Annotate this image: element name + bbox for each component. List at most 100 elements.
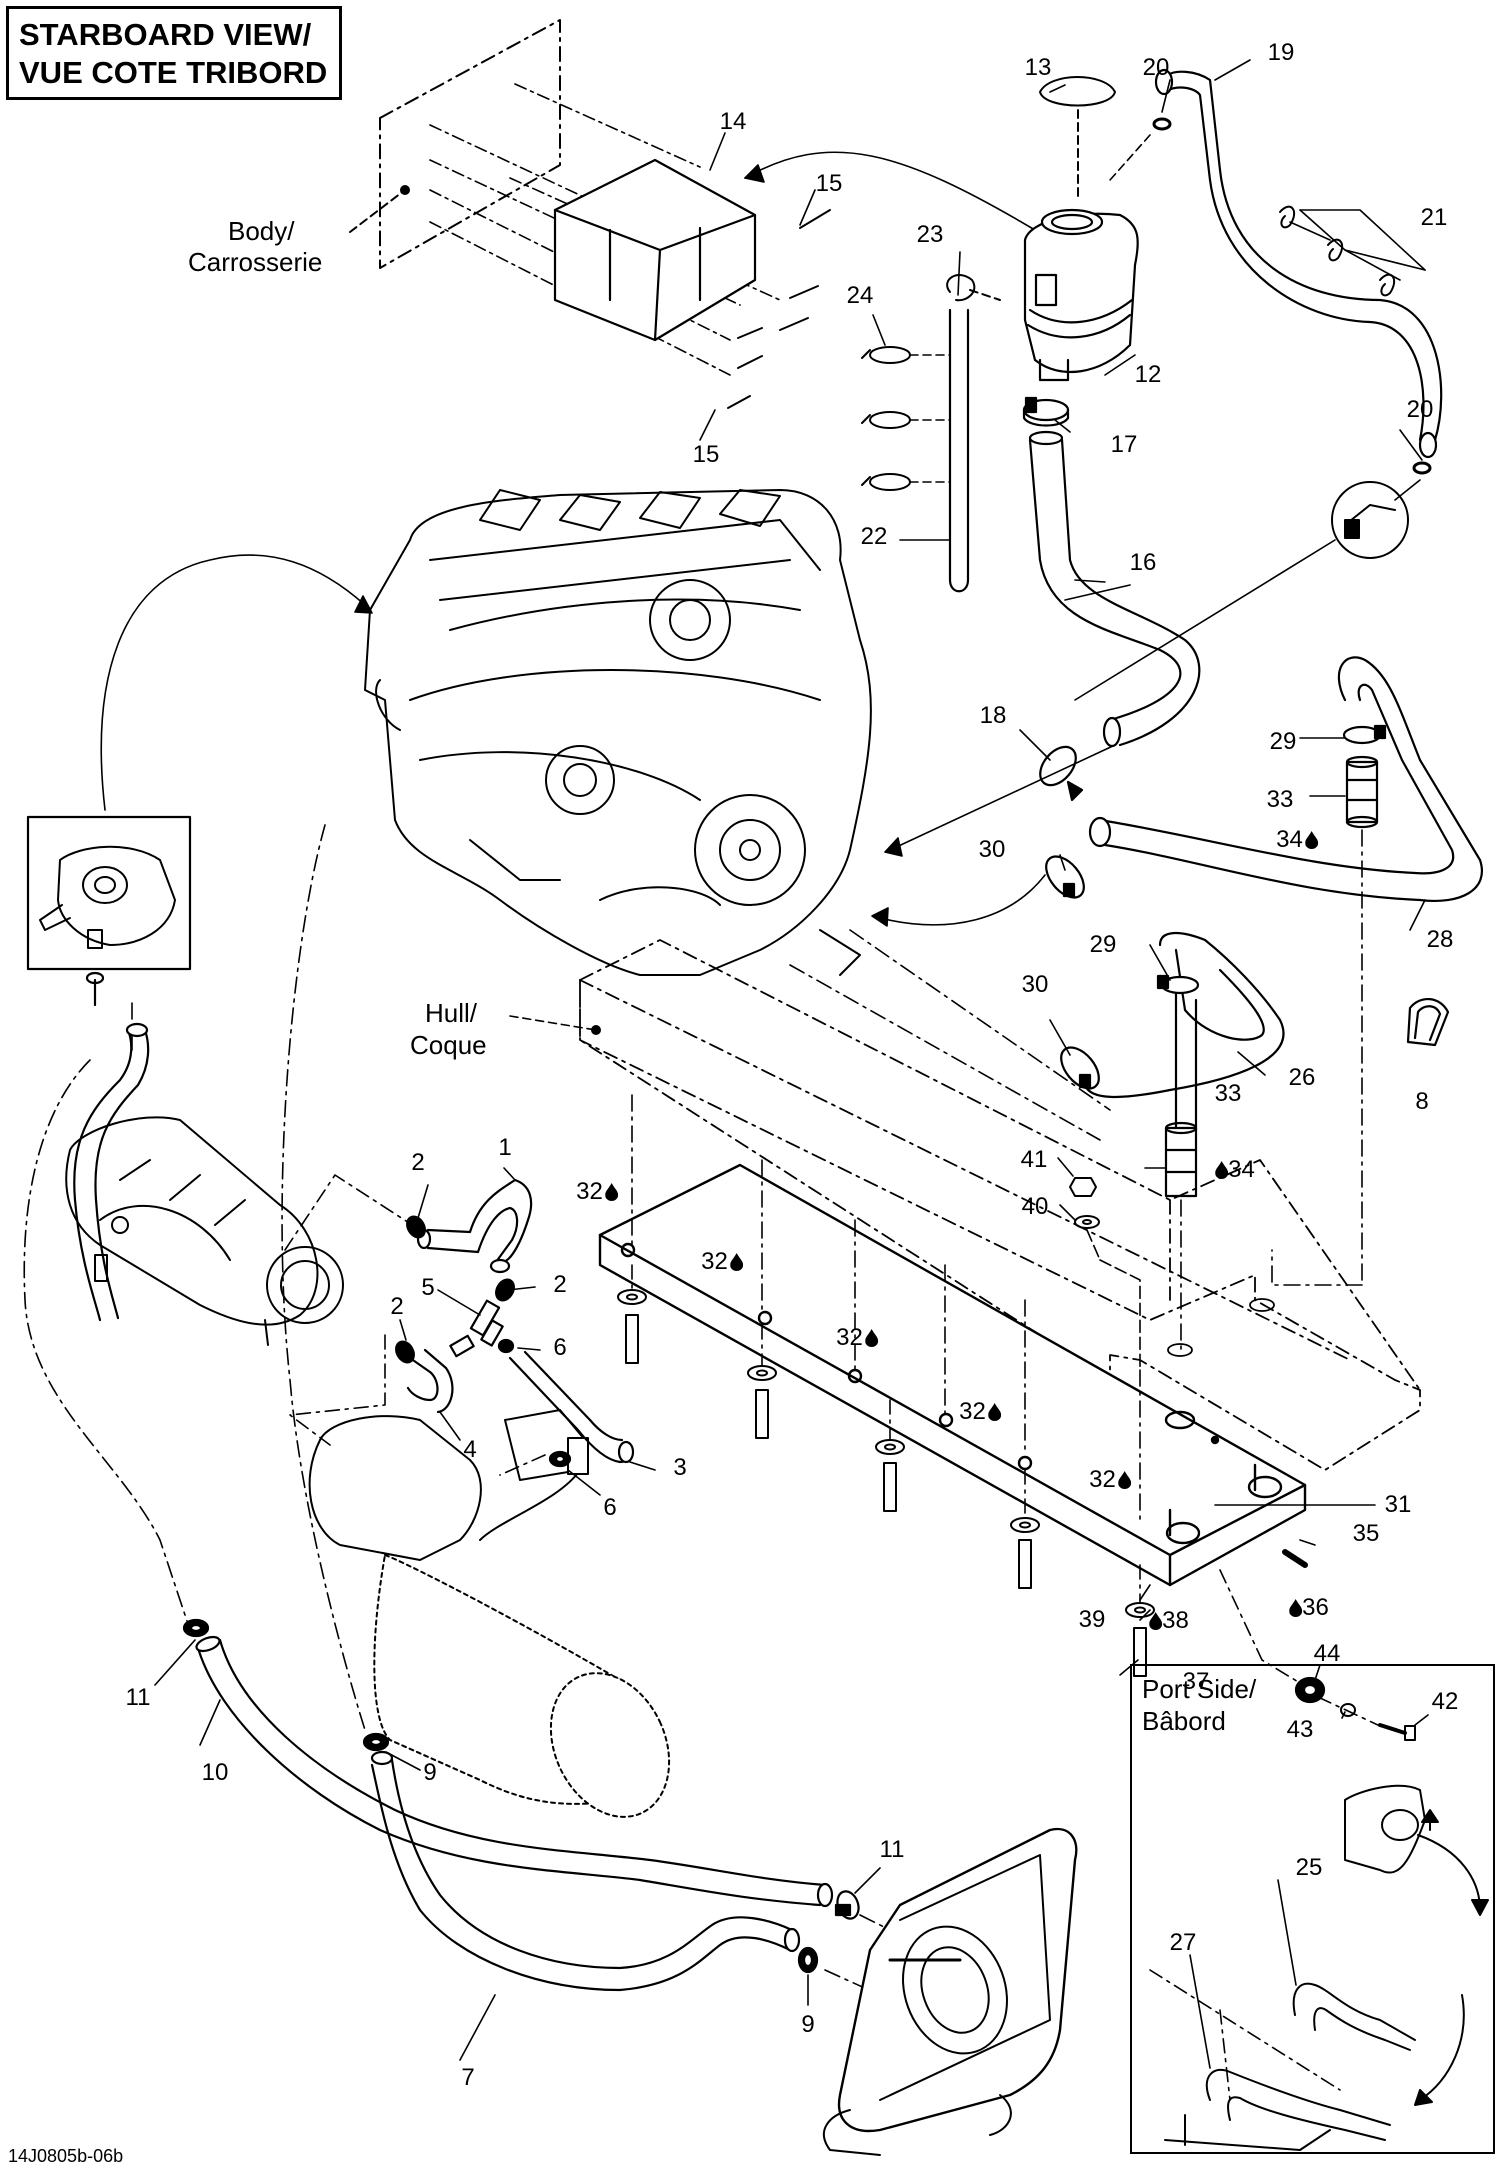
callout-2: 2 bbox=[553, 1271, 566, 1299]
callout-number: 43 bbox=[1286, 1716, 1314, 1743]
callout-31: 31 bbox=[1385, 1491, 1412, 1519]
callout-number: 28 bbox=[1426, 926, 1454, 953]
port-inset-art bbox=[1149, 1784, 1489, 2151]
clamp-18 bbox=[1039, 745, 1084, 802]
callout-number: 2 bbox=[390, 1293, 404, 1320]
callout-10: 10 bbox=[202, 1759, 229, 1787]
callout-26: 26 bbox=[1289, 1064, 1316, 1092]
hull-leader bbox=[509, 1015, 597, 1031]
inset-pump-detail bbox=[26, 815, 192, 971]
drop-icon bbox=[1215, 1161, 1229, 1179]
drop-icon bbox=[1289, 1599, 1303, 1617]
clamp-29-top bbox=[1342, 724, 1387, 745]
callout-number: 38 bbox=[1162, 1607, 1189, 1634]
note-body-en: Body/ bbox=[228, 216, 295, 246]
body-leader bbox=[349, 189, 406, 233]
body-panel bbox=[379, 19, 561, 269]
callout-number: 11 bbox=[125, 1684, 151, 1711]
drop-icon bbox=[604, 1183, 618, 1201]
clamps-24 bbox=[861, 346, 951, 491]
callout-number: 33 bbox=[1214, 1080, 1242, 1107]
callout-number: 11 bbox=[879, 1836, 905, 1863]
note-hull-fr: Coque bbox=[410, 1030, 487, 1060]
drop-icon bbox=[987, 1403, 1001, 1421]
callout-15: 15 bbox=[693, 441, 720, 469]
drop-icon bbox=[1304, 831, 1318, 849]
callout-25: 25 bbox=[1295, 1854, 1323, 1881]
hose-10 bbox=[195, 1635, 834, 1908]
callout-number: 19 bbox=[1267, 39, 1295, 66]
callout-number: 39 bbox=[1078, 1606, 1106, 1633]
callout-35: 35 bbox=[1353, 1520, 1380, 1548]
callout-36: 36 bbox=[1287, 1594, 1329, 1622]
callout-number: 13 bbox=[1024, 54, 1052, 81]
exhaust-manifold bbox=[65, 1116, 344, 1346]
callout-22: 22 bbox=[861, 523, 888, 551]
clips-21 bbox=[1279, 205, 1426, 297]
callout-23: 23 bbox=[917, 221, 944, 249]
callout-43: 43 bbox=[1287, 1716, 1314, 1744]
callout-number: 9 bbox=[801, 2011, 815, 2038]
callout-30: 30 bbox=[979, 836, 1006, 864]
callout-34: 34 bbox=[1213, 1156, 1255, 1184]
callout-number: 10 bbox=[201, 1759, 229, 1786]
callout-number: 2 bbox=[553, 1271, 567, 1298]
hose-19 bbox=[1154, 68, 1443, 459]
callout-27: 27 bbox=[1169, 1929, 1197, 1956]
hose-26 bbox=[1083, 932, 1285, 1132]
callout-44: 44 bbox=[1314, 1640, 1341, 1668]
callout-number: 32 bbox=[1089, 1466, 1116, 1493]
callout-2: 2 bbox=[390, 1293, 403, 1321]
callout-number: 12 bbox=[1134, 361, 1162, 388]
callout-number: 30 bbox=[1021, 971, 1049, 998]
callout-38: 38 bbox=[1147, 1607, 1189, 1635]
fitting-33-lower bbox=[1164, 1121, 1198, 1351]
hose-3 bbox=[508, 1350, 635, 1464]
o-rings-20 bbox=[1109, 117, 1432, 475]
callout-number: 15 bbox=[815, 170, 843, 197]
drop-icon bbox=[1149, 1612, 1163, 1630]
callout-number: 14 bbox=[719, 108, 747, 135]
callout-17: 17 bbox=[1111, 431, 1138, 459]
drop-icon bbox=[864, 1329, 878, 1347]
drop-icon bbox=[1117, 1471, 1131, 1489]
callout-number: 17 bbox=[1110, 431, 1138, 458]
cap-13 bbox=[1039, 76, 1116, 201]
callout-number: 21 bbox=[1420, 204, 1448, 231]
plate-leaders-lower bbox=[1219, 1569, 1381, 1727]
callout-number: 15 bbox=[692, 441, 720, 468]
plate-31 bbox=[598, 1163, 1307, 1587]
hose-1 bbox=[416, 1178, 533, 1274]
nut-41-washer-40 bbox=[1069, 1177, 1141, 1371]
callout-12: 12 bbox=[1135, 361, 1162, 389]
callout-number: 2 bbox=[411, 1149, 425, 1176]
hose-7 bbox=[370, 1750, 801, 1992]
callout-29: 29 bbox=[1090, 931, 1117, 959]
callout-number: 34 bbox=[1276, 826, 1303, 853]
callout-32: 32 bbox=[576, 1178, 618, 1206]
callout-number: 22 bbox=[860, 523, 888, 550]
clip-8 bbox=[1406, 998, 1450, 1047]
callout-number: 4 bbox=[463, 1436, 477, 1463]
callout-number: 44 bbox=[1313, 1640, 1341, 1667]
callout-number: 9 bbox=[423, 1759, 437, 1786]
muffler bbox=[308, 1409, 671, 1818]
callout-number: 18 bbox=[979, 702, 1007, 729]
callout-6: 6 bbox=[553, 1334, 566, 1362]
title-line-1: STARBOARD VIEW/ bbox=[19, 17, 312, 52]
callout-number: 34 bbox=[1228, 1156, 1255, 1183]
callout-number: 32 bbox=[959, 1398, 986, 1425]
callout-number: 29 bbox=[1089, 931, 1117, 958]
detail-circle bbox=[1074, 479, 1421, 701]
clamps-2 bbox=[395, 1215, 515, 1364]
drawing-code: 14J0805b-06b bbox=[8, 2146, 124, 2166]
engine bbox=[364, 489, 872, 976]
callout-7: 7 bbox=[461, 2064, 474, 2092]
callout-number: 26 bbox=[1288, 1064, 1316, 1091]
clamp-30-lower bbox=[1060, 1046, 1100, 1090]
callout-3: 3 bbox=[673, 1454, 686, 1482]
port-side-title-fr: Bâbord bbox=[1142, 1706, 1226, 1736]
callout-2: 2 bbox=[411, 1149, 424, 1177]
callout-41: 41 bbox=[1021, 1146, 1048, 1174]
